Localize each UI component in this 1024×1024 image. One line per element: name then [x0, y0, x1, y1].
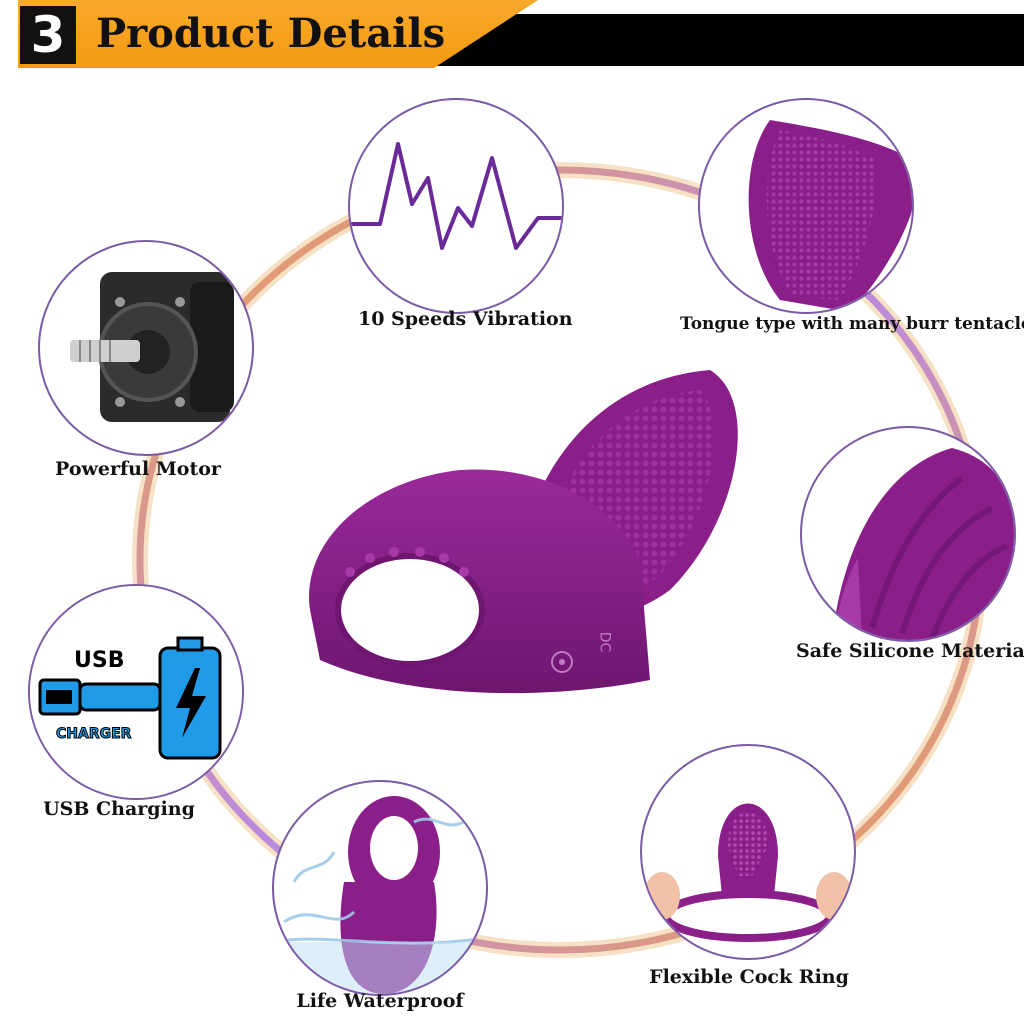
caption-silicone: Safe Silicone Material — [796, 640, 1024, 662]
silicone-circle — [800, 426, 1016, 642]
waveform-icon — [350, 142, 562, 250]
waterproof-circle — [272, 780, 488, 996]
caption-flexible: Flexible Cock Ring — [649, 966, 849, 988]
caption-usb: USB Charging — [43, 798, 195, 820]
section-banner: 3 Product Details — [0, 0, 1024, 72]
caption-waterproof: Life Waterproof — [296, 990, 464, 1012]
section-title: Product Details — [96, 10, 446, 57]
motor-circle — [38, 240, 254, 456]
silicone-closeup-image — [832, 448, 1014, 640]
vibration-circle — [348, 98, 564, 314]
motor-image — [70, 272, 234, 422]
charger-label: CHARGER — [55, 726, 132, 743]
usb-label: USB — [74, 648, 125, 673]
flexible-ring-image — [644, 803, 852, 942]
waterproof-image — [274, 796, 486, 994]
flexible-circle — [640, 744, 856, 960]
dc-port-label: DC — [596, 631, 613, 653]
tongue-circle — [698, 98, 914, 314]
main-product-image — [309, 370, 738, 694]
usb-circle: USB CHARGER — [28, 584, 244, 800]
tongue-closeup-image — [748, 120, 912, 312]
caption-tongue: Tongue type with many burr tentacles — [680, 314, 1024, 334]
caption-vibration: 10 Speeds Vibration — [358, 308, 573, 330]
usb-charger-icon — [30, 586, 242, 798]
banner-black-band — [400, 14, 1024, 66]
caption-motor: Powerful Motor — [55, 458, 221, 480]
section-number: 3 — [20, 6, 76, 64]
